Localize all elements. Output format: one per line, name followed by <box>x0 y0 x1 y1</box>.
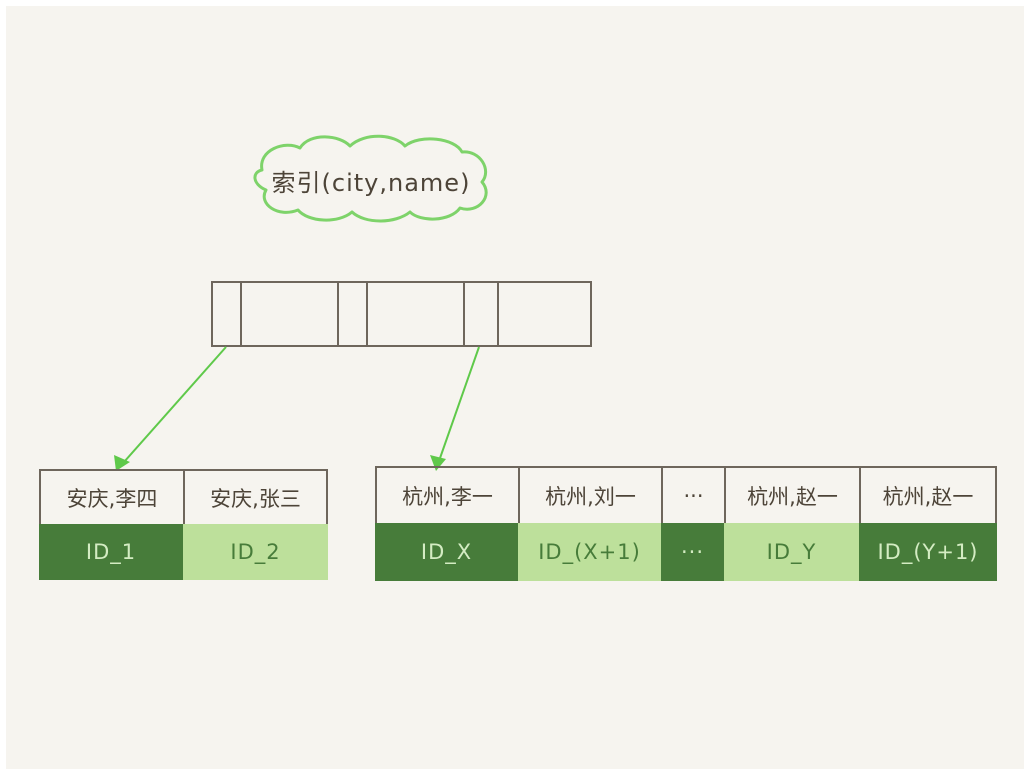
root-pointer-cell <box>465 283 499 345</box>
root-pointer-cell <box>213 283 242 345</box>
arrow-right <box>438 346 480 462</box>
leaf-id: ID_X <box>375 523 518 581</box>
leaf-key: 杭州,刘一 <box>518 466 661 523</box>
root-key-cell <box>242 283 339 345</box>
index-root-node <box>211 281 592 347</box>
leaf-id: ID_(X+1) <box>518 523 661 581</box>
leaf-key: 杭州,赵一 <box>859 466 997 523</box>
leaf-key: 安庆,李四 <box>39 469 183 524</box>
root-key-cell <box>368 283 465 345</box>
leaf-key: 杭州,赵一 <box>724 466 859 523</box>
leaf-key-ellipsis: ··· <box>661 466 724 523</box>
arrow-left <box>123 346 227 463</box>
leaf-node-right: 杭州,李一 杭州,刘一 ··· 杭州,赵一 杭州,赵一 ID_X ID_(X+1… <box>375 466 997 581</box>
leaf-id: ID_2 <box>183 524 328 580</box>
leaf-id-ellipsis: ··· <box>661 523 724 581</box>
leaf-id: ID_1 <box>39 524 183 580</box>
diagram-canvas <box>6 6 1024 769</box>
arrow-right-head <box>430 455 446 471</box>
index-label: 索引(city,name) <box>271 168 471 197</box>
leaf-id: ID_Y <box>724 523 859 581</box>
arrow-left-head <box>114 455 130 471</box>
leaf-key: 杭州,李一 <box>375 466 518 523</box>
leaf-id: ID_(Y+1) <box>859 523 997 581</box>
leaf-key: 安庆,张三 <box>183 469 328 524</box>
leaf-node-left: 安庆,李四 安庆,张三 ID_1 ID_2 <box>39 469 328 580</box>
root-pointer-cell <box>339 283 368 345</box>
